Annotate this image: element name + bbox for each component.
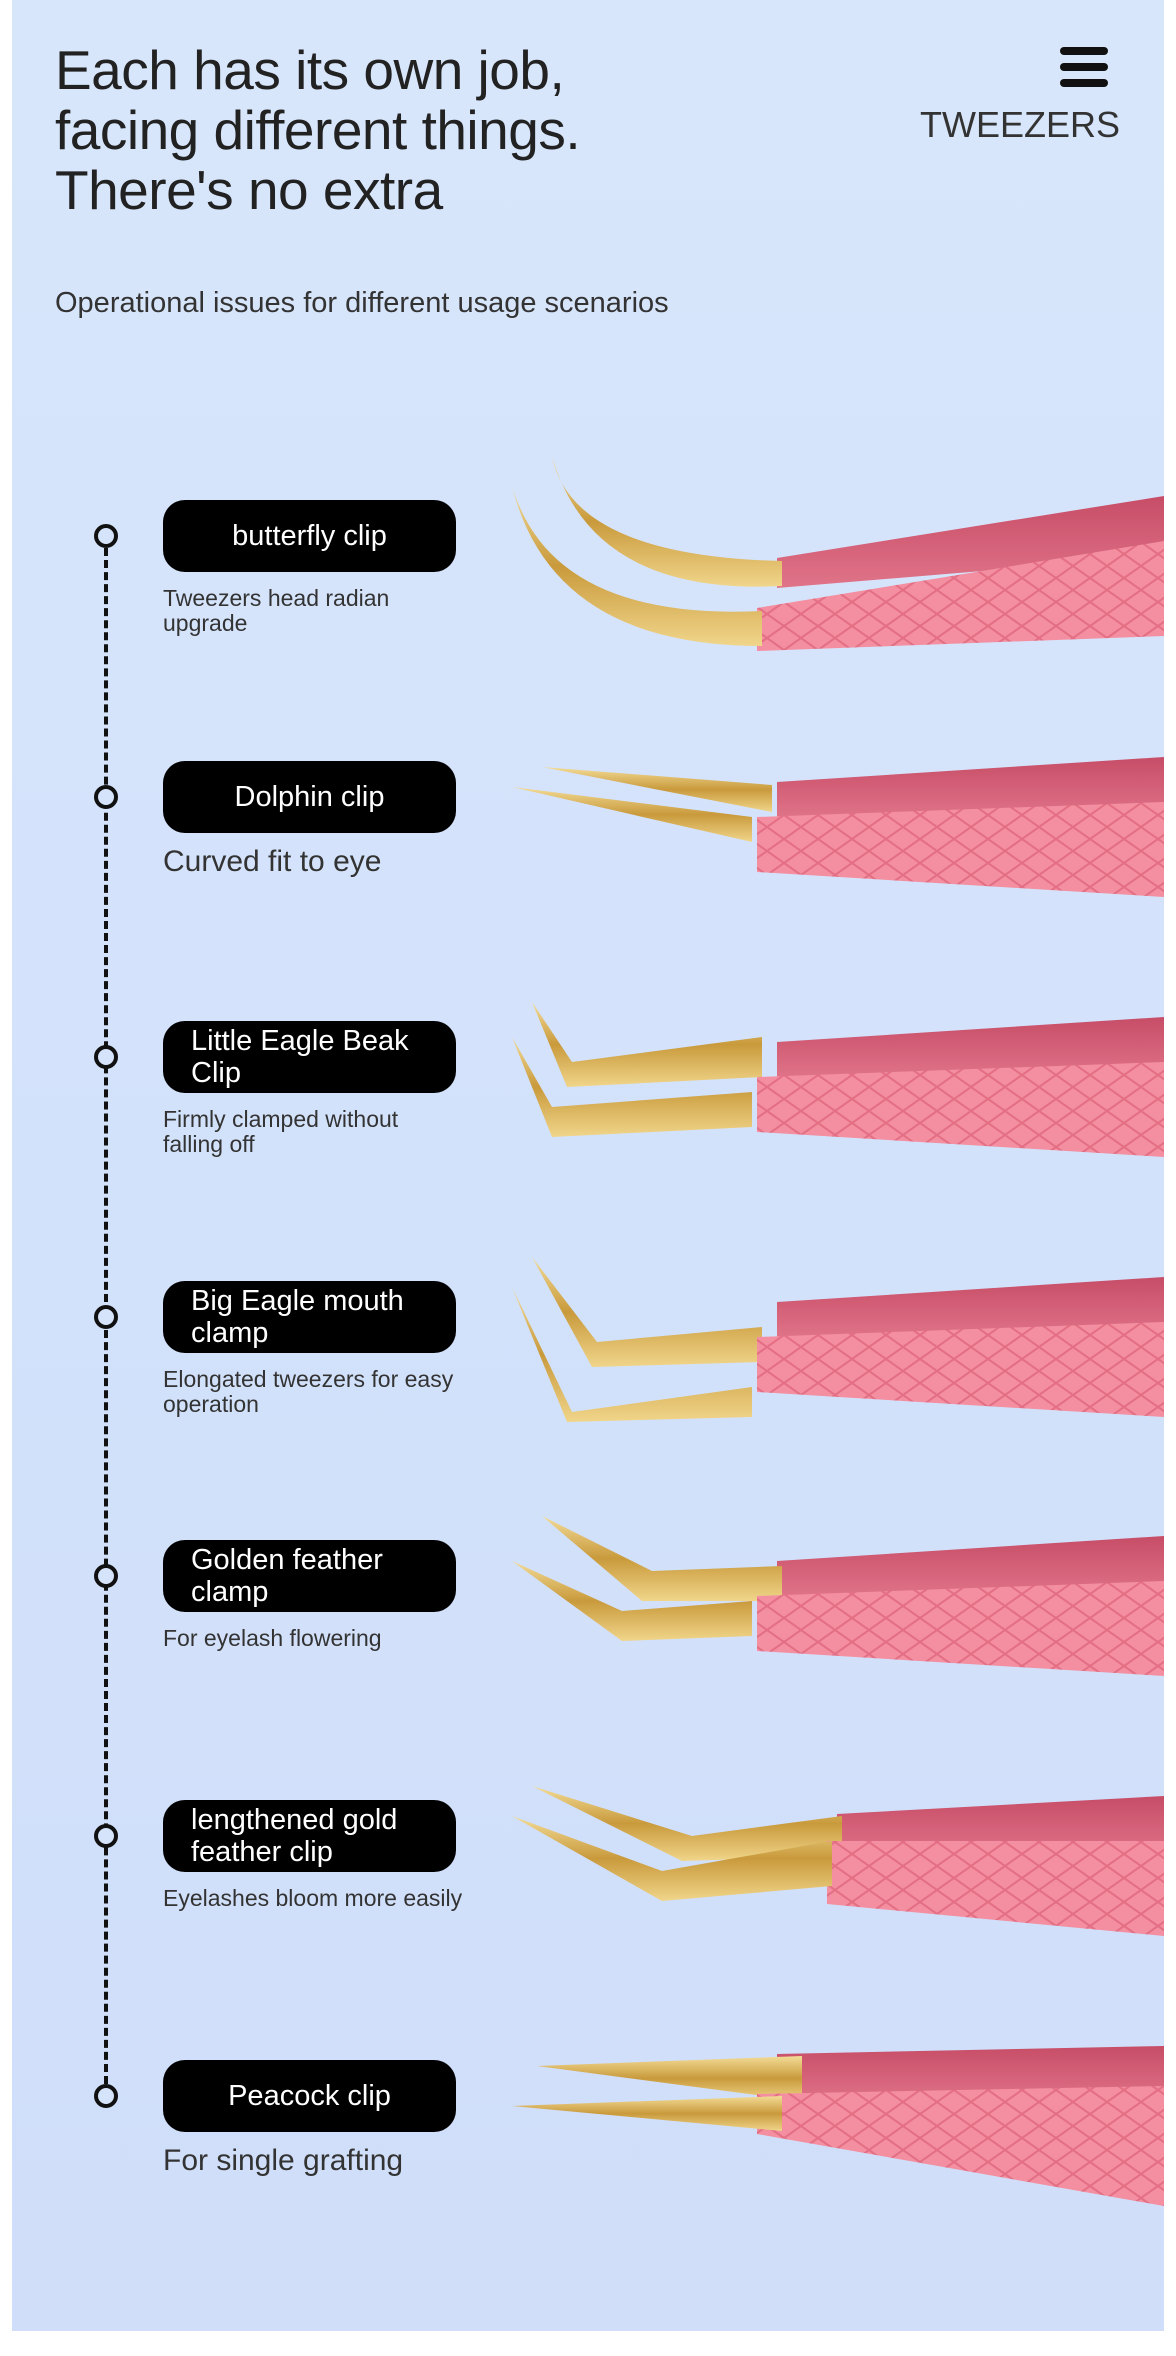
tweezer-item: Golden feather clamp For eyelash floweri…	[12, 1516, 1164, 1836]
timeline-node-icon	[94, 785, 118, 809]
upper-gold-tip	[542, 1516, 782, 1601]
timeline-node-icon	[94, 1045, 118, 1069]
tweezer-image	[512, 2046, 1164, 2206]
tweezer-item: lengthened gold feather clip Eyelashes b…	[12, 1786, 1164, 2096]
upper-gold-tip	[552, 456, 782, 587]
lower-gold-tip	[512, 1561, 752, 1641]
tweezer-description: Elongated tweezers for easy operation	[163, 1366, 454, 1417]
tweezer-description: For single grafting	[163, 2144, 404, 2177]
tweezer-name: Golden feather clamp	[191, 1544, 383, 1608]
timeline-node-icon	[94, 524, 118, 548]
timeline-node-icon	[94, 2084, 118, 2108]
tweezer-name-badge: lengthened gold feather clip	[163, 1800, 456, 1872]
lower-arm	[757, 1581, 1164, 1676]
timeline-node-icon	[94, 1305, 118, 1329]
tweezer-name: Dolphin clip	[234, 781, 385, 813]
tweezer-description: Eyelashes bloom more easily	[163, 1885, 463, 1911]
lower-gold-tip	[512, 787, 752, 842]
upper-arm	[777, 1277, 1164, 1339]
tweezer-item: butterfly clip Tweezers head radian upgr…	[12, 456, 1164, 796]
upper-gold-tip	[532, 1257, 762, 1367]
tweezer-name: Big Eagle mouth clamp	[191, 1285, 404, 1349]
upper-gold-tip	[537, 2056, 802, 2101]
tweezer-image	[512, 1002, 1164, 1157]
brand-label: TWEEZERS	[919, 104, 1120, 145]
lower-gold-tip	[512, 1816, 832, 1901]
page-title: Each has its own job, facing different t…	[55, 39, 581, 221]
tweezer-item: Dolphin clip Curved fit to eye	[12, 757, 1164, 1057]
product-page: Each has its own job, facing different t…	[12, 0, 1164, 2331]
lower-gold-tip	[512, 1287, 752, 1422]
tweezer-name-badge: Big Eagle mouth clamp	[163, 1281, 456, 1353]
title-line: Each has its own job,	[55, 39, 565, 101]
tweezer-image	[512, 1516, 1164, 1676]
tweezer-name-badge: Peacock clip	[163, 2060, 456, 2132]
tweezer-item: Little Eagle Beak Clip Firmly clamped wi…	[12, 1002, 1164, 1317]
tweezer-name: butterfly clip	[232, 520, 387, 552]
tweezer-name-badge: Golden feather clamp	[163, 1540, 456, 1612]
tweezer-description: Curved fit to eye	[163, 845, 382, 878]
tweezer-item: Big Eagle mouth clamp Elongated tweezers…	[12, 1257, 1164, 1577]
tweezer-name: Little Eagle Beak Clip	[191, 1025, 409, 1089]
upper-arm	[777, 1536, 1164, 1598]
upper-arm	[777, 757, 1164, 819]
tweezer-image	[512, 1786, 1164, 1936]
upper-arm	[777, 1017, 1164, 1079]
lower-arm	[757, 1322, 1164, 1417]
lower-gold-tip	[512, 2096, 782, 2131]
tweezer-name-badge: Little Eagle Beak Clip	[163, 1021, 456, 1093]
page-subtitle: Operational issues for different usage s…	[55, 287, 669, 319]
tweezer-name-badge: butterfly clip	[163, 500, 456, 572]
tweezer-image	[512, 757, 1164, 897]
tweezer-image	[512, 456, 1164, 651]
timeline-node-icon	[94, 1824, 118, 1848]
lower-arm	[827, 1841, 1164, 1936]
lower-arm	[757, 541, 1164, 651]
title-line: facing different things.	[55, 99, 581, 161]
tweezer-description: Firmly clamped without falling off	[163, 1106, 399, 1157]
tweezer-image	[512, 1257, 1164, 1422]
tweezer-description: Tweezers head radian upgrade	[163, 585, 390, 636]
tweezer-name: lengthened gold feather clip	[191, 1804, 398, 1868]
upper-gold-tip	[532, 1786, 842, 1861]
lower-gold-tip	[512, 486, 762, 646]
hamburger-menu-icon[interactable]	[1060, 47, 1108, 91]
tweezer-description: For eyelash flowering	[163, 1625, 382, 1651]
upper-gold-tip	[532, 1002, 762, 1087]
tweezer-item: Peacock clip For single grafting	[12, 2046, 1164, 2356]
tweezer-name-badge: Dolphin clip	[163, 761, 456, 833]
upper-gold-tip	[542, 767, 772, 812]
lower-arm	[757, 1062, 1164, 1157]
timeline-node-icon	[94, 1564, 118, 1588]
lower-gold-tip	[512, 1037, 752, 1137]
lower-arm	[757, 2086, 1164, 2206]
lower-arm	[757, 802, 1164, 897]
tweezer-name: Peacock clip	[228, 2080, 391, 2112]
title-line: There's no extra	[55, 159, 443, 221]
upper-arm	[777, 496, 1164, 588]
